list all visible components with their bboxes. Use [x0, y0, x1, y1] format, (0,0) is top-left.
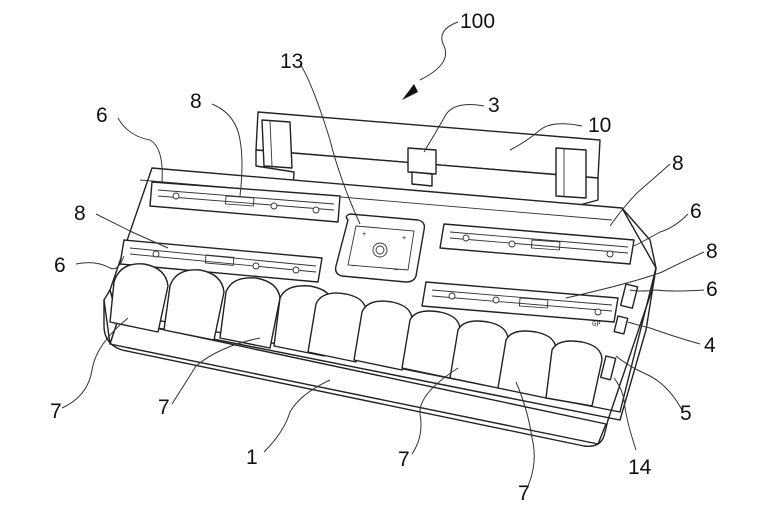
slot-lower-right: [421, 281, 619, 323]
label-100: 100: [460, 10, 495, 33]
label-3: 3: [488, 94, 500, 117]
label-4: 4: [704, 334, 716, 357]
label-8-top: 8: [190, 90, 202, 113]
label-6-top: 6: [96, 104, 108, 127]
label-7-far-left: 7: [50, 400, 62, 423]
label-13: 13: [280, 50, 303, 73]
label-6-left: 6: [54, 254, 66, 277]
minus-mark-right: −: [394, 266, 398, 274]
slot-upper-right: [439, 223, 635, 265]
cartridge-slots: [109, 263, 603, 407]
label-8-left: 8: [74, 202, 86, 225]
slot-upper-left: [149, 181, 341, 223]
label-8-right: 8: [706, 240, 718, 263]
label-14: 14: [628, 456, 652, 479]
label-6-right-top: 6: [690, 200, 702, 223]
label-7-left: 7: [158, 396, 170, 419]
plus-mark-right: +: [402, 234, 406, 242]
control-panel: + + − −: [334, 213, 426, 283]
arrow-head: [402, 84, 418, 100]
label-7-right: 7: [518, 482, 530, 505]
label-6-right: 6: [706, 278, 718, 301]
label-8-right-top: 8: [672, 152, 684, 175]
label-7-center: 7: [398, 448, 410, 471]
minus-mark-left: −: [352, 262, 356, 270]
slot-mid-left: [119, 239, 323, 283]
leader-lines: [61, 21, 705, 487]
gp-marking: GP: [592, 320, 600, 328]
label-5: 5: [680, 402, 692, 425]
label-1: 1: [246, 446, 258, 469]
label-10: 10: [588, 114, 611, 137]
reference-numerals: 100 13 3 10 8 6 8 6 8 6 8 6 4 5 14 1 7 7…: [50, 10, 718, 505]
plus-mark-left: +: [362, 230, 366, 238]
